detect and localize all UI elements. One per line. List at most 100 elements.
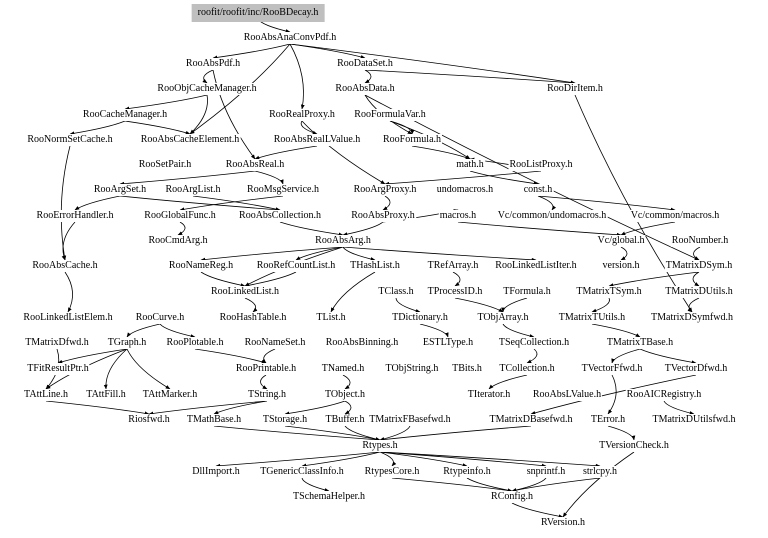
header-node[interactable]: TMatrixTBase.h — [605, 337, 675, 349]
header-node[interactable]: TMathBase.h — [185, 414, 243, 426]
header-node[interactable]: TStorage.h — [261, 414, 309, 426]
header-node[interactable]: TGraph.h — [106, 337, 148, 349]
header-node[interactable]: TNamed.h — [320, 363, 366, 375]
header-node[interactable]: version.h — [601, 260, 641, 272]
header-node[interactable]: RooAbsPdf.h — [184, 58, 242, 70]
header-node[interactable]: RooMsgService.h — [246, 184, 320, 196]
header-node[interactable]: Vc/common/macros.h — [629, 210, 721, 222]
header-node[interactable]: Rtypes.h — [361, 440, 399, 452]
header-node[interactable]: TList.h — [315, 312, 347, 324]
header-node[interactable]: TMatrixDSym.h — [664, 260, 734, 272]
header-node[interactable]: RooCurve.h — [134, 312, 186, 324]
header-node[interactable]: TMatrixDSymfwd.h — [650, 312, 734, 324]
header-node[interactable]: TMatrixDBasefwd.h — [488, 414, 574, 426]
header-node[interactable]: TError.h — [589, 414, 627, 426]
header-node[interactable]: RooAbsArg.h — [314, 235, 372, 247]
header-node[interactable]: TClass.h — [377, 286, 415, 298]
header-node[interactable]: THashList.h — [349, 260, 401, 272]
header-node[interactable]: RConfig.h — [490, 491, 534, 503]
header-node[interactable]: RooArgSet.h — [92, 184, 148, 196]
header-node[interactable]: TMatrixTUtils.h — [557, 312, 627, 324]
header-node[interactable]: RooHashTable.h — [218, 312, 288, 324]
header-node[interactable]: RooSetPair.h — [137, 159, 193, 171]
header-node[interactable]: TAttFill.h — [85, 389, 127, 401]
header-node[interactable]: TMatrixDUtilsfwd.h — [651, 414, 737, 426]
header-node[interactable]: TIterator.h — [466, 389, 512, 401]
header-node[interactable]: TSchemaHelper.h — [292, 491, 366, 503]
header-node[interactable]: RooNormSetCache.h — [26, 134, 114, 146]
header-node[interactable]: RooNumber.h — [670, 235, 730, 247]
header-node[interactable]: Vc/common/undomacros.h — [496, 210, 608, 222]
header-node[interactable]: strlcpy.h — [581, 466, 619, 478]
header-node[interactable]: RooErrorHandler.h — [35, 210, 115, 222]
header-node[interactable]: RooLinkedList.h — [209, 286, 281, 298]
header-node[interactable]: RooAbsRealLValue.h — [272, 134, 362, 146]
header-node[interactable]: TObjArray.h — [476, 312, 530, 324]
header-node[interactable]: RooAbsAnaConvPdf.h — [242, 32, 338, 44]
header-node[interactable]: RooPrintable.h — [234, 363, 298, 375]
header-node[interactable]: TObjString.h — [384, 363, 440, 375]
header-node[interactable]: TMatrixTSym.h — [575, 286, 643, 298]
header-node[interactable]: TGenericClassInfo.h — [259, 466, 345, 478]
header-node[interactable]: RooCacheManager.h — [81, 109, 169, 121]
header-node[interactable]: math.h — [455, 159, 485, 171]
header-node[interactable]: RooRealProxy.h — [268, 109, 336, 121]
header-node[interactable]: macros.h — [438, 210, 478, 222]
header-node[interactable]: RooDataSet.h — [336, 58, 394, 70]
header-node[interactable]: Vc/global.h — [596, 235, 646, 247]
header-node[interactable]: DllImport.h — [191, 466, 241, 478]
header-node[interactable]: RooPlotable.h — [165, 337, 225, 349]
root-file-node[interactable]: roofit/roofit/inc/RooBDecay.h — [191, 4, 325, 22]
header-node[interactable]: RooListProxy.h — [508, 159, 574, 171]
header-node[interactable]: RtypesCore.h — [363, 466, 421, 478]
header-node[interactable]: TProcessID.h — [426, 286, 484, 298]
header-node[interactable]: TBits.h — [451, 363, 483, 375]
header-node[interactable]: TString.h — [246, 389, 288, 401]
header-node[interactable]: RooNameSet.h — [243, 337, 307, 349]
header-node[interactable]: TVersionCheck.h — [598, 440, 670, 452]
header-node[interactable]: RooAICRegistry.h — [625, 389, 703, 401]
header-node[interactable]: RooAbsProxy.h — [350, 210, 416, 222]
header-node[interactable]: RooAbsCollection.h — [238, 210, 322, 222]
header-node[interactable]: TAttLine.h — [23, 389, 69, 401]
header-node[interactable]: RooRefCountList.h — [255, 260, 337, 272]
header-node[interactable]: RooArgList.h — [164, 184, 222, 196]
header-node[interactable]: RooLinkedListElem.h — [22, 312, 114, 324]
header-node[interactable]: TFormula.h — [502, 286, 552, 298]
header-node[interactable]: RooFormula.h — [381, 134, 443, 146]
header-node[interactable]: TSeqCollection.h — [497, 337, 571, 349]
header-node[interactable]: RooCmdArg.h — [147, 235, 209, 247]
header-node[interactable]: Rtypeinfo.h — [442, 466, 492, 478]
header-node[interactable]: TFitResultPtr.h — [26, 363, 90, 375]
header-node[interactable]: TMatrixFBasefwd.h — [368, 414, 452, 426]
header-node[interactable]: TCollection.h — [498, 363, 556, 375]
header-node[interactable]: RooDirItem.h — [546, 83, 604, 95]
header-node[interactable]: Riosfwd.h — [127, 414, 171, 426]
header-node[interactable]: TRefArray.h — [426, 260, 480, 272]
header-node[interactable]: RooObjCacheManager.h — [156, 83, 258, 95]
header-node[interactable]: TBuffer.h — [324, 414, 366, 426]
header-node[interactable]: RVersion.h — [540, 517, 586, 529]
header-node[interactable]: ESTLType.h — [421, 337, 475, 349]
header-node[interactable]: RooAbsReal.h — [224, 159, 286, 171]
header-node[interactable]: RooAbsBinning.h — [324, 337, 400, 349]
header-node[interactable]: RooArgProxy.h — [352, 184, 418, 196]
header-node[interactable]: RooAbsData.h — [334, 83, 396, 95]
header-node[interactable]: TMatrixDUtils.h — [664, 286, 734, 298]
header-node[interactable]: RooGlobalFunc.h — [143, 210, 217, 222]
header-node[interactable]: TObject.h — [323, 389, 367, 401]
header-node[interactable]: TVectorDfwd.h — [663, 363, 729, 375]
header-node[interactable]: RooAbsCache.h — [31, 260, 99, 272]
header-node[interactable]: TAttMarker.h — [141, 389, 199, 401]
header-node[interactable]: const.h — [522, 184, 554, 196]
header-node[interactable]: TDictionary.h — [391, 312, 449, 324]
header-node[interactable]: RooLinkedListIter.h — [494, 260, 578, 272]
header-node[interactable]: undomacros.h — [435, 184, 495, 196]
header-node[interactable]: RooAbsCacheElement.h — [139, 134, 241, 146]
header-node[interactable]: TVectorFfwd.h — [580, 363, 644, 375]
header-node[interactable]: TMatrixDfwd.h — [24, 337, 90, 349]
header-node[interactable]: snprintf.h — [525, 466, 567, 478]
header-node[interactable]: RooFormulaVar.h — [353, 109, 427, 121]
header-node[interactable]: RooAbsLValue.h — [531, 389, 603, 401]
header-node[interactable]: RooNameReg.h — [167, 260, 235, 272]
